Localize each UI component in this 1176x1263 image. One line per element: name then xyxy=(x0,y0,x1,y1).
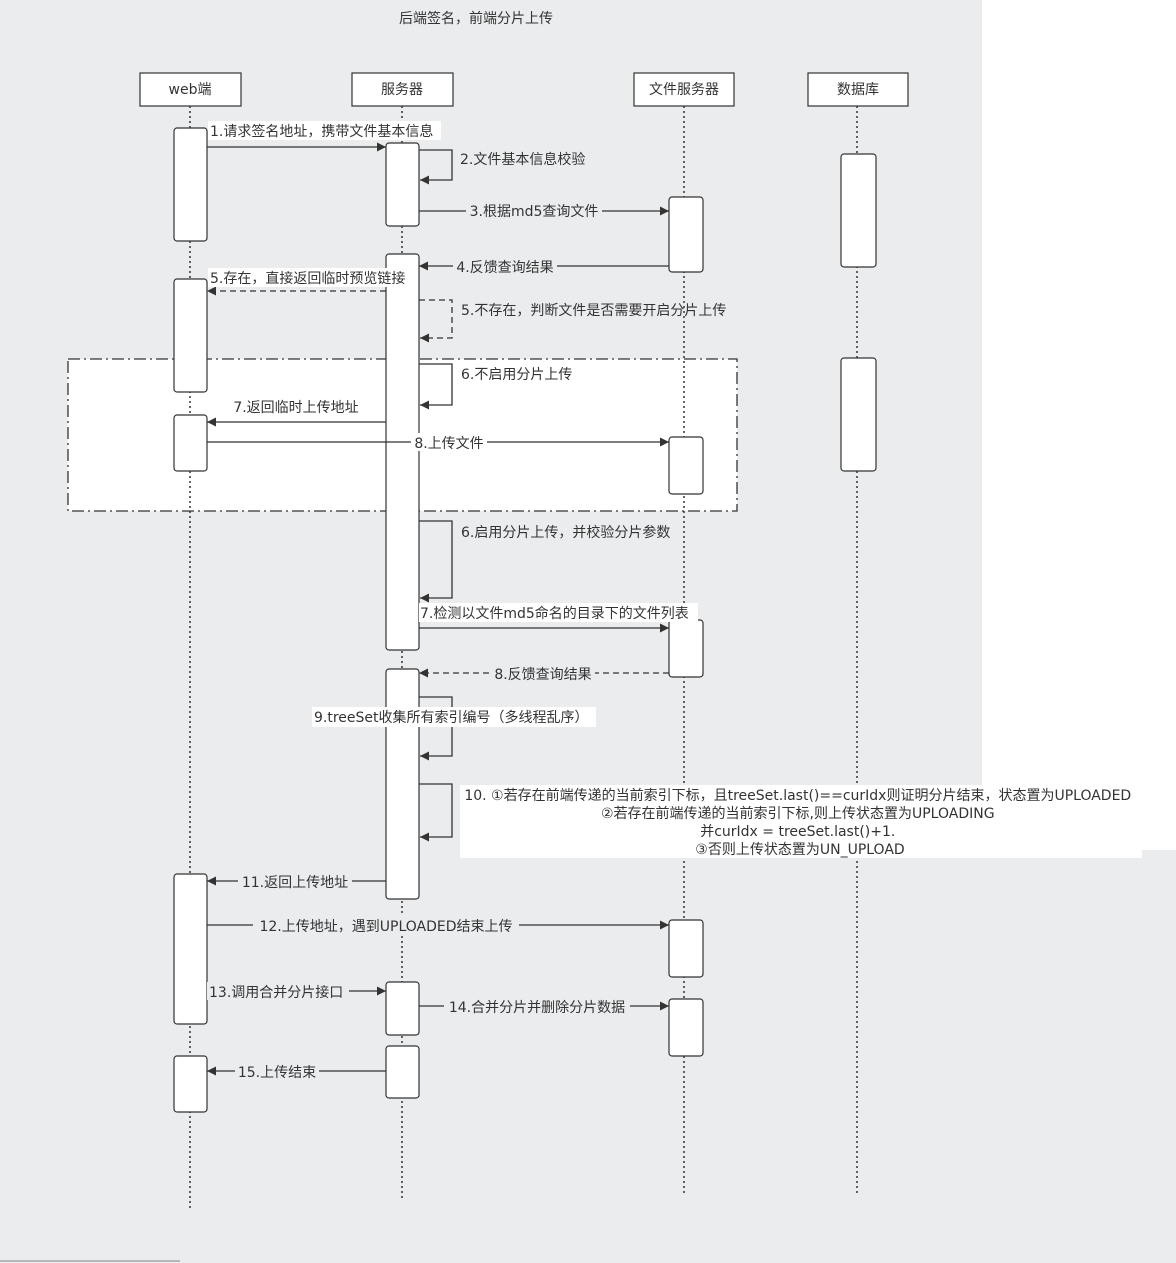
participant-server: 服务器 xyxy=(351,72,454,107)
label-bg xyxy=(207,982,349,1000)
activation-web xyxy=(173,414,208,472)
message-label: 4.反馈查询结果 xyxy=(456,260,553,276)
activation-fileserver xyxy=(668,998,704,1057)
activation-web xyxy=(173,127,208,242)
activation-server xyxy=(385,1045,420,1099)
activation-web xyxy=(173,1055,208,1113)
label-bg xyxy=(466,202,602,220)
message-label: 13.调用合并分片接口 xyxy=(209,984,343,1001)
label-bg xyxy=(238,872,352,890)
participant-db: 数据库 xyxy=(807,72,909,107)
activation-server xyxy=(385,253,420,651)
participant-web: web端 xyxy=(139,72,242,107)
label-bg xyxy=(490,664,595,682)
message-line: ③否则上传状态置为UN_UPLOAD xyxy=(695,842,904,858)
self-message-arrow xyxy=(419,783,453,842)
label-bg xyxy=(411,433,487,451)
label-bg xyxy=(235,1062,319,1080)
message-label: 6.启用分片上传，并校验分片参数 xyxy=(461,524,670,541)
self-message-arrow xyxy=(419,363,453,410)
label-bg xyxy=(453,257,557,275)
label-bg xyxy=(312,707,596,727)
activation-web xyxy=(173,278,208,393)
activation-server xyxy=(385,981,420,1036)
message-line: 10. ①若存在前端传递的当前索引下标，且treeSet.last()==cur… xyxy=(464,787,1131,804)
message-label: 3.根据md5查询文件 xyxy=(470,204,599,220)
message-label: 1.请求签名地址，携带文件基本信息 xyxy=(210,123,433,140)
message-label: 12.上传地址，遇到UPLOADED结束上传 xyxy=(259,919,512,935)
message-label: 14.合并分片并删除分片数据 xyxy=(449,1000,625,1016)
diagram-title: 后端签名，前端分片上传 xyxy=(399,10,553,27)
activation-db xyxy=(840,153,877,268)
label-bg xyxy=(208,268,413,287)
canvas-background xyxy=(0,0,982,1263)
message-label: 6.不启用分片上传 xyxy=(461,367,572,383)
message-label: 8.反馈查询结果 xyxy=(494,667,591,683)
message-label: 2.文件基本信息校验 xyxy=(460,151,585,168)
activation-fileserver xyxy=(668,196,704,273)
message-label: 5.不存在，判断文件是否需要开启分片上传 xyxy=(461,303,726,319)
message-label: 11.返回上传地址 xyxy=(242,875,348,891)
self-message-arrow xyxy=(419,299,453,343)
activation-fileserver xyxy=(668,436,704,495)
message-label: 15.上传结束 xyxy=(238,1065,316,1081)
message-line: 并curIdx = treeSet.last()+1. xyxy=(700,824,895,840)
activation-fileserver xyxy=(668,619,704,678)
self-message-arrow xyxy=(419,520,453,603)
self-message-arrow xyxy=(419,149,453,185)
label-bg xyxy=(253,916,519,934)
label-bg xyxy=(208,121,441,140)
participant-web-label: web端 xyxy=(169,82,212,98)
message-label-multiline: 10. ①若存在前端传递的当前索引下标，且treeSet.last()==cur… xyxy=(464,787,1135,858)
message-label: 5.存在，直接返回临时预览链接 xyxy=(210,270,405,287)
label-bg xyxy=(460,785,1142,858)
participant-server-label: 服务器 xyxy=(381,82,423,98)
label-bg xyxy=(444,997,630,1015)
activation-fileserver xyxy=(668,919,704,978)
label-bg xyxy=(419,603,698,622)
activation-server xyxy=(385,142,420,227)
message-label: 8.上传文件 xyxy=(414,436,483,452)
message-label: 9.treeSet收集所有索引编号（多线程乱序） xyxy=(314,709,589,726)
activation-web xyxy=(173,873,208,1025)
participant-db-label: 数据库 xyxy=(837,82,879,98)
canvas-background-lower xyxy=(982,850,1176,1263)
activation-db xyxy=(840,357,877,472)
participant-fileserver-label: 文件服务器 xyxy=(649,82,719,98)
message-label: 7.返回临时上传地址 xyxy=(233,400,358,416)
participant-fileserver: 文件服务器 xyxy=(633,72,735,107)
message-line: ②若存在前端传递的当前索引下标,则上传状态置为UPLOADING xyxy=(601,805,995,822)
activation-server xyxy=(385,668,420,900)
message-label: 7.检测以文件md5命名的目录下的文件列表 xyxy=(420,605,689,622)
